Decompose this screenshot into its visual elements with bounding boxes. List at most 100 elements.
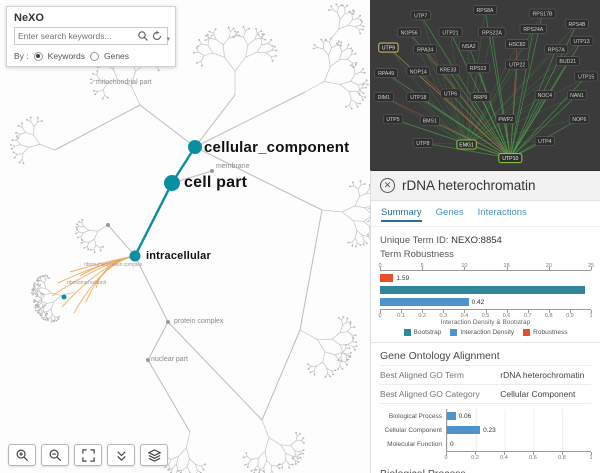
gene-node[interactable]: RPS17B [528,8,557,19]
radio-keywords[interactable] [33,51,43,61]
tab-summary[interactable]: Summary [381,207,422,222]
svg-text:RPS13: RPS13 [470,66,487,72]
radio-genes[interactable] [89,51,99,61]
ontology-node-cellular-component[interactable] [188,140,202,154]
tab-interactions[interactable]: Interactions [477,207,527,218]
search-widget: NeXO ▾ By : Keywords Genes [6,6,176,67]
collapse-caret-icon[interactable]: ▾ [166,36,170,43]
ontology-graph-panel[interactable]: cellular_component cell part intracellul… [0,0,370,473]
ontology-node-label-protein-complex[interactable]: protein complex [174,318,224,325]
gene-node[interactable]: NOP14 [406,66,431,77]
gene-node[interactable]: UTP6 [440,88,461,99]
svg-text:UTP4: UTP4 [538,139,551,145]
ontology-node-label-cellular-component[interactable]: cellular_component [204,139,350,156]
gene-node[interactable]: RPS24A [519,24,547,34]
gene-node[interactable]: UTP18 [406,92,431,102]
gene-node[interactable]: UTP21 [438,27,463,38]
gene-node[interactable]: RPS13 [466,63,490,73]
unique-term-id-label: Unique Term ID: [380,235,449,246]
zoom-out-button[interactable] [41,444,69,466]
gene-node[interactable]: NOC4 [534,90,555,100]
gene-node[interactable]: NSA2 [458,41,479,51]
search-input[interactable] [18,31,136,41]
layers-icon [147,448,161,462]
gene-node[interactable]: UTP8 [412,138,433,148]
svg-text:UTP10: UTP10 [502,156,518,162]
table-row: Best Aligned GO Term rDNA heterochromati… [380,365,591,384]
gene-node[interactable]: RPS7A [544,44,569,55]
close-icon[interactable]: ✕ [380,178,395,193]
svg-text:RPS22A: RPS22A [482,30,502,36]
axis-tick-label: 0.2 [418,313,427,319]
gene-node[interactable]: UTP5 [383,114,403,124]
gene-node[interactable]: NAN1 [567,90,588,100]
svg-text:UTP7: UTP7 [414,13,427,19]
gene-node[interactable]: BMS1 [419,115,440,126]
svg-text:UTP5: UTP5 [386,117,399,123]
ontology-tree-canvas[interactable] [0,0,370,473]
gene-node[interactable]: NOP6 [569,114,590,124]
gene-node[interactable]: PWP2 [495,114,516,124]
svg-text:RPS4B: RPS4B [568,22,586,28]
zoom-in-button[interactable] [8,444,36,466]
gene-node[interactable]: RPA34 [413,44,438,55]
search-icon[interactable] [136,29,150,43]
fit-view-button[interactable] [74,444,102,466]
gene-network-canvas[interactable]: UTP7 RPS8A RPS17B RPS4B NOP56 UTP21 RPS22A RPS2… [370,0,600,170]
svg-text:KRE33: KRE33 [440,68,457,74]
gene-node[interactable]: UTP9 [378,42,399,53]
tab-genes[interactable]: Genes [435,207,464,218]
gene-node[interactable]: DIM1 [373,92,394,102]
ontology-node-cell-part[interactable] [164,175,180,191]
gene-node[interactable]: RPS4B [565,18,589,29]
zoom-controls [8,444,168,466]
gene-node[interactable]: RPS22A [478,27,506,38]
gene-node[interactable]: BUD21 [556,56,580,67]
ontology-node-label-rnp-complex[interactable]: ribonucleoprotein complex [84,262,143,268]
app-title: NeXO [14,12,44,24]
ontology-node-intracellular[interactable] [129,250,141,262]
legend-swatch [450,329,458,336]
ontology-node-label-cell-part[interactable]: cell part [184,174,248,191]
svg-text:BUD21: BUD21 [559,59,576,65]
gene-node[interactable]: RPS8A [473,5,497,15]
gene-node[interactable]: UTP4 [534,136,555,146]
gene-node[interactable]: UTP13 [569,35,594,46]
gene-node[interactable]: EMG1 [456,139,477,150]
gene-network-panel[interactable]: UTP7 RPS8A RPS17B RPS4B NOP56 UTP21 RPS22A RPS2… [370,0,600,170]
gene-node[interactable]: RPA49 [374,68,398,78]
ontology-node-label-ribosomal-subunit[interactable]: ribosomal subunit [67,280,107,286]
svg-text:UTP18: UTP18 [410,95,426,101]
layers-button[interactable] [140,444,168,466]
axis-tick-label: 5 [420,263,424,269]
gene-node[interactable]: UTP15 [574,71,598,82]
expand-all-button[interactable] [107,444,135,466]
gene-node[interactable]: UTP10 [498,153,523,164]
gene-node[interactable]: UTP22 [505,59,529,70]
axis-tick-label: 0.1 [397,313,405,319]
ontology-node-selected-term[interactable] [61,294,67,300]
gene-node[interactable]: UTP7 [410,10,431,21]
chart-bar-value: 0 [450,440,454,448]
gene-node[interactable]: RRP9 [470,92,491,102]
axis-tick-mark [380,310,381,313]
robustness-axis-caption: Interaction Density & Bootstrap [440,319,531,326]
gene-node[interactable]: KRE33 [436,64,460,75]
details-tabs: Summary Genes Interactions [371,201,600,227]
ontology-node-label-membrane[interactable]: membrane [216,163,250,170]
svg-text:UTP9: UTP9 [382,46,395,52]
ontology-node-label-nuclear-part[interactable]: nuclear part [151,356,188,363]
chart-bar-value: 0.42 [471,298,485,306]
axis-tick-label: 0.8 [558,455,566,461]
svg-text:NOP14: NOP14 [410,69,427,75]
gene-node[interactable]: HSC82 [505,39,529,50]
svg-text:RPS8A: RPS8A [476,8,494,14]
svg-text:UTP15: UTP15 [578,75,594,81]
ontology-node-label-intracellular[interactable]: intracellular [146,250,211,262]
gene-node[interactable]: NOP56 [397,27,421,38]
reset-search-icon[interactable] [150,29,164,43]
radio-genes-label[interactable]: Genes [103,51,130,61]
ontology-node-label-mitochondrial-part[interactable]: mitochondrial part [96,79,152,86]
radio-keywords-label[interactable]: Keywords [47,51,85,61]
